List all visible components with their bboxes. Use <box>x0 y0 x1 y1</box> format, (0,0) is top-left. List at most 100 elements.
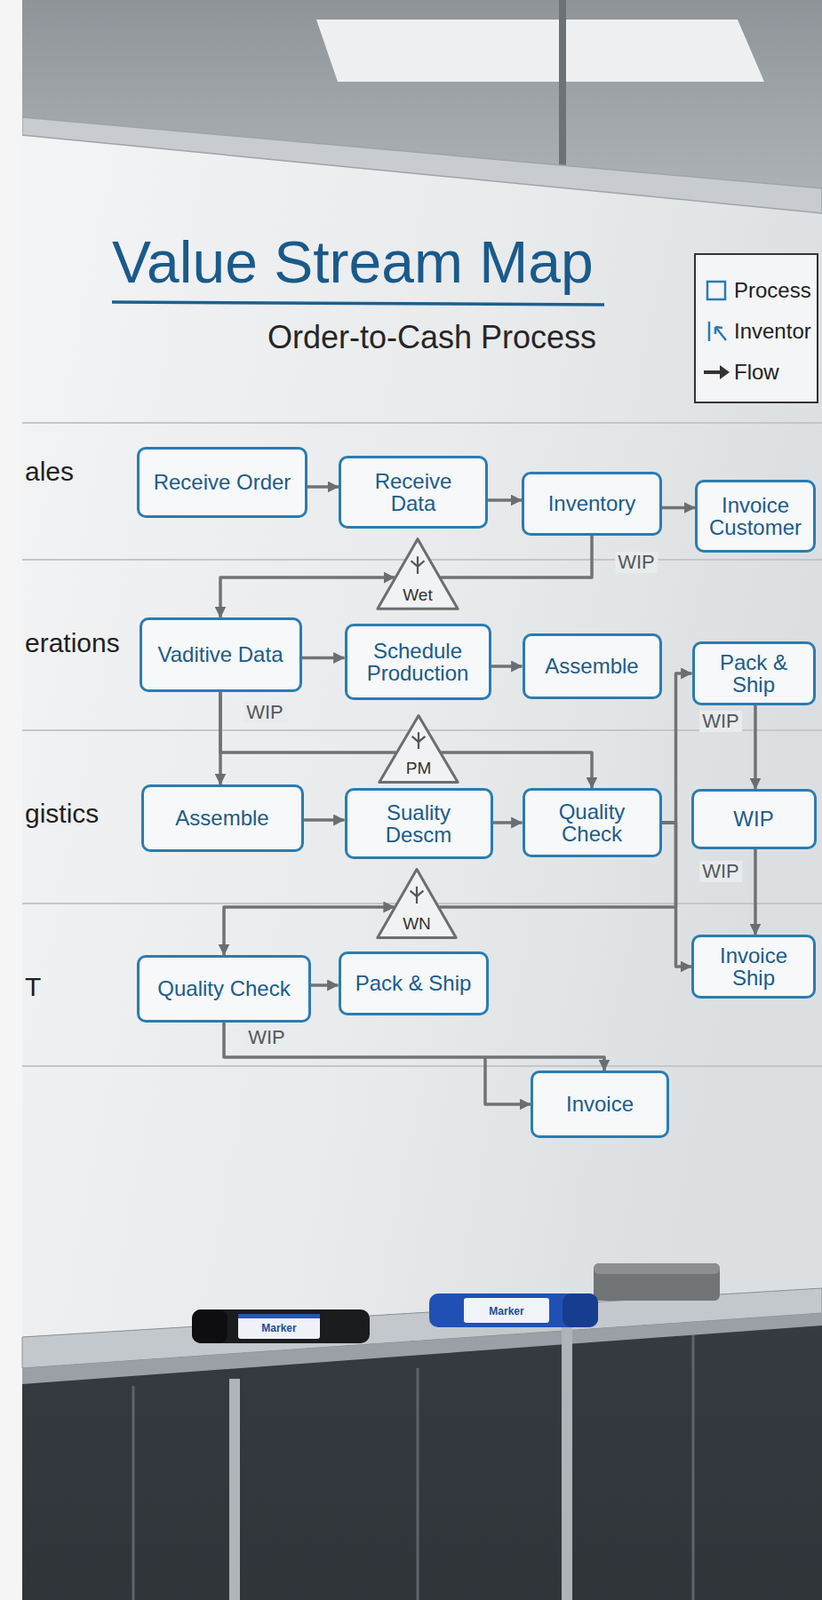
stand-leg <box>561 1322 573 1600</box>
lane-line <box>22 1065 822 1068</box>
node-text: Quality Check <box>148 977 300 1000</box>
process-box: Invoice <box>530 1070 670 1139</box>
legend-row: Flow <box>695 354 817 391</box>
process-box: Inventory <box>521 471 663 536</box>
glass-frame <box>132 1386 136 1600</box>
legend-text: Inventor <box>734 313 817 350</box>
process-box: Invoice Ship <box>691 934 816 999</box>
triangle-shape <box>379 716 458 783</box>
node-text: WIP <box>702 807 806 830</box>
process-box: Pack & Ship <box>692 641 816 706</box>
flow-arrow <box>491 666 523 668</box>
lane-label: T <box>24 972 41 1002</box>
eraser <box>593 1263 720 1301</box>
wip-label: WIP <box>245 1027 288 1049</box>
lane-line <box>22 422 822 424</box>
process-box: Suality Descm <box>344 788 494 860</box>
ceiling-light <box>316 19 765 82</box>
inventory-symbol <box>410 556 424 575</box>
node-text: Wet <box>391 586 444 606</box>
marker-cap <box>191 1309 228 1344</box>
black-marker <box>191 1309 370 1344</box>
blue-marker <box>429 1293 599 1328</box>
flow-arrow <box>220 692 397 753</box>
process-box: Receive Data <box>338 455 488 529</box>
process-box: Pack & Ship <box>338 951 489 1016</box>
flow-arrow <box>440 752 592 789</box>
node-text: Invoice Ship <box>702 944 805 990</box>
flow-arrow <box>755 849 757 935</box>
process-box: Receive Order <box>136 446 308 519</box>
legend-text: Flow <box>734 354 817 391</box>
inventory-triangle: Wet <box>375 537 460 611</box>
flow-arrow <box>755 705 757 790</box>
flow-arrow <box>662 507 695 509</box>
legend-sample <box>702 359 730 386</box>
left-margin <box>0 0 23 1600</box>
node-text: Invoice Customer <box>706 494 805 540</box>
marker-stripe <box>238 1314 320 1319</box>
node-text: Assemble <box>152 806 293 830</box>
marker-brand: Marker <box>488 1306 524 1317</box>
node-text: Assemble <box>534 654 651 678</box>
node-text: Pack & Ship <box>350 972 478 995</box>
node-text: Suality Descm <box>356 801 482 847</box>
node-text: PM <box>393 759 444 779</box>
node-text: Schedule Production <box>356 639 480 686</box>
glass-frame <box>692 1332 695 1600</box>
lane-label: ales <box>24 456 74 487</box>
flow-arrow <box>487 500 522 502</box>
flow-line <box>307 485 339 489</box>
process-box: Vaditive Data <box>139 617 303 693</box>
stand-leg <box>229 1379 240 1600</box>
node-text: Vaditive Data <box>151 643 291 666</box>
flow-line <box>487 498 522 503</box>
legend-row: Process <box>695 272 817 309</box>
flow-arrow <box>220 577 395 618</box>
node-text: Receive Data <box>350 470 477 516</box>
flow-arrow <box>303 820 345 822</box>
flow-line <box>753 705 758 790</box>
process-box: Assemble <box>522 633 663 700</box>
flow-arrow <box>493 822 523 824</box>
flow-arrow <box>302 657 345 659</box>
triangle-shape <box>377 539 458 610</box>
glass-frame <box>416 1368 420 1600</box>
legend-row: Inventor <box>695 313 817 350</box>
wip-label: WIP <box>614 551 658 574</box>
flow-line <box>303 818 345 822</box>
node-text: Receive Order <box>148 470 296 494</box>
board-frame <box>22 117 822 214</box>
process-box: Quality Check <box>136 955 312 1023</box>
flow-line <box>220 577 395 618</box>
eraser <box>593 1263 720 1275</box>
process-box: Schedule Production <box>344 623 492 701</box>
flow-arrow <box>223 907 395 956</box>
title-underline <box>111 302 605 305</box>
marker-label <box>238 1314 320 1340</box>
flow-line <box>440 535 592 578</box>
marker-cap <box>562 1293 599 1328</box>
inventory-symbol <box>412 732 426 750</box>
process-box: Assemble <box>141 784 304 853</box>
node-text: Invoice <box>542 1093 658 1116</box>
wip-label: WIP <box>699 861 743 883</box>
inventory-symbol <box>410 886 424 904</box>
flow-line <box>491 664 523 669</box>
process-box: Invoice Customer <box>694 479 816 553</box>
diagram-title: Value Stream Map <box>111 232 594 292</box>
triangle-shape <box>377 869 456 939</box>
flow-arrow <box>307 486 339 488</box>
flow-line <box>440 752 592 789</box>
flow-line <box>493 821 523 825</box>
board-surface <box>22 133 822 1338</box>
flow-line <box>223 907 395 956</box>
inventory-triangle: PM <box>377 714 460 784</box>
flow-arrow <box>311 985 339 987</box>
flow-line <box>302 656 345 661</box>
inventory-triangle: WN <box>375 868 458 940</box>
flow-arrow <box>662 673 693 823</box>
legend-box: Process Inventor Flow <box>694 253 819 404</box>
process-box: Quality Check <box>522 788 663 858</box>
